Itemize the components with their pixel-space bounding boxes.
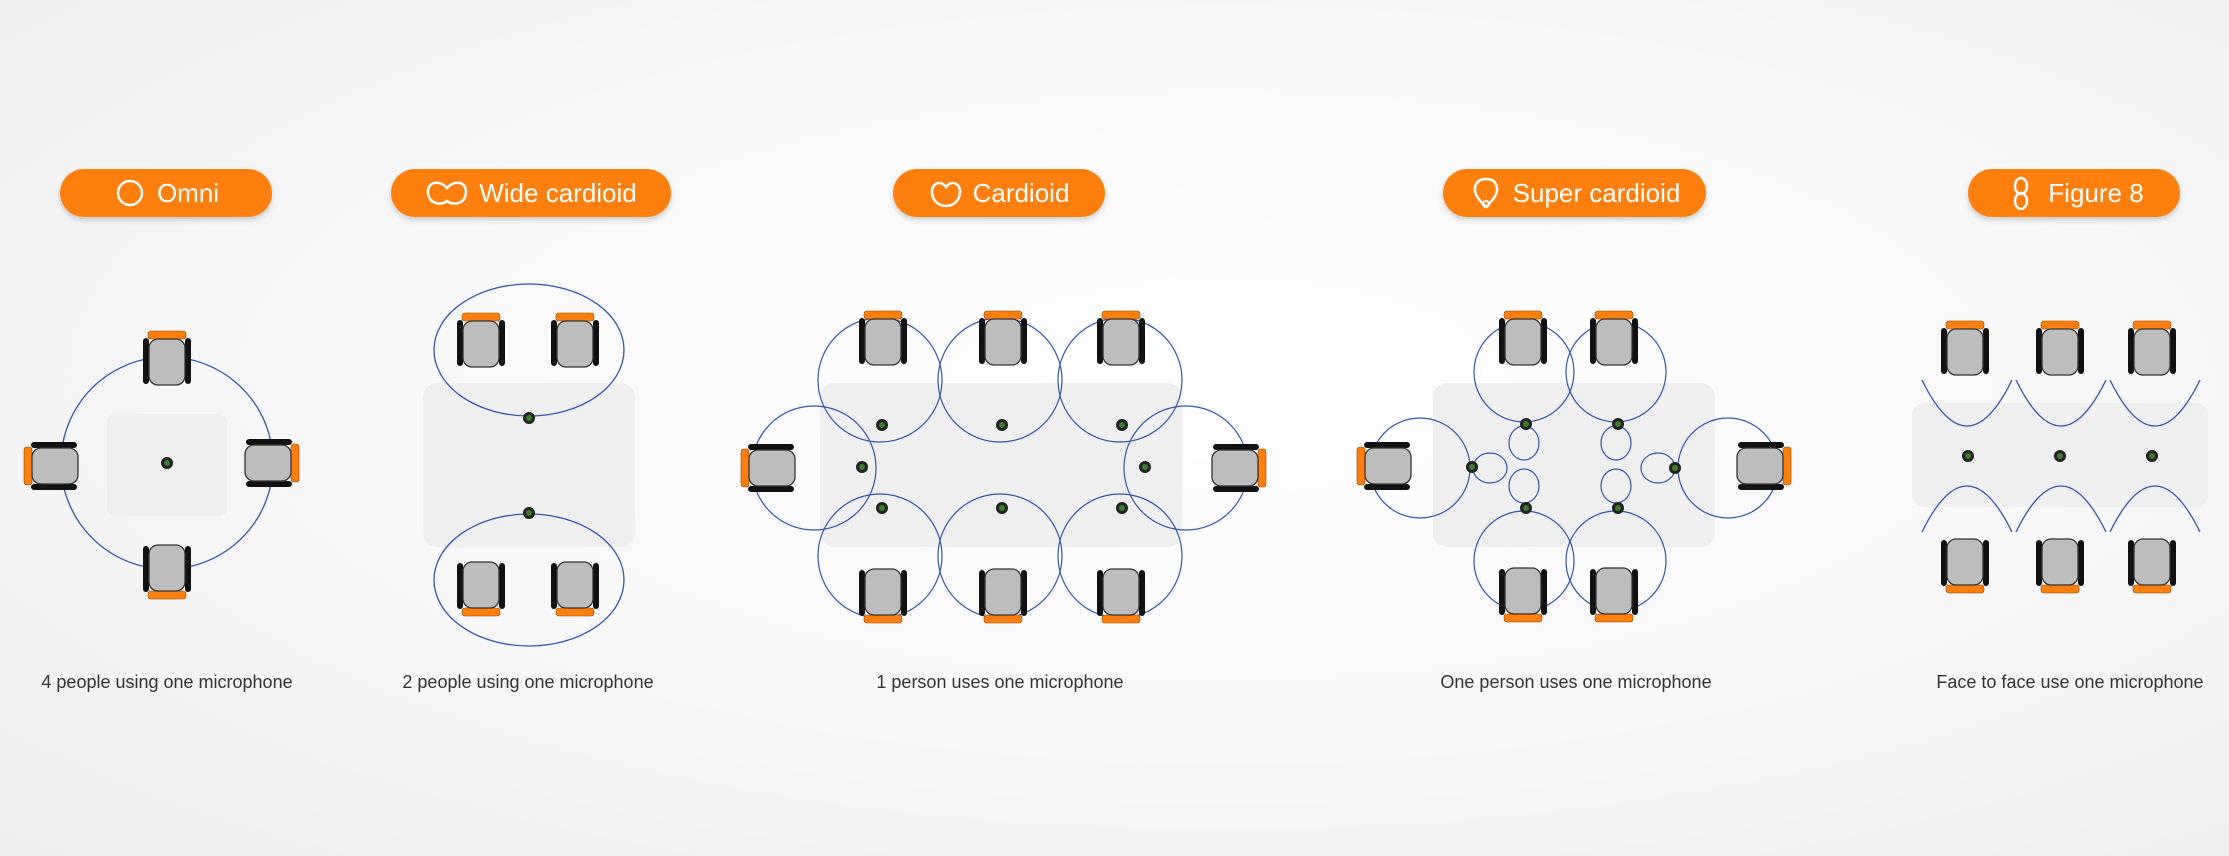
wide-cardioid-pattern-badge: Wide cardioid [391,169,671,217]
chair [143,330,191,386]
pickup-pattern [2109,379,2201,427]
omni-panel: Omni 4 people using on [0,0,330,856]
pickup-pattern [2015,485,2107,533]
microphone [1612,418,1624,430]
super-cardioid-pattern-badge: Super cardioid [1443,169,1706,217]
cardioid-panel: Cardioid [740,169,1267,692]
figure-8-icon [2014,176,2029,210]
table [820,383,1182,547]
chair [1356,442,1412,490]
pickup-pattern [2015,379,2107,427]
chair [244,439,300,487]
microphone [1466,461,1478,473]
chair [859,568,907,624]
chair [979,568,1027,624]
figure-8-caption: Face to face use one microphone [1936,672,2204,692]
cardioid-diagram [740,310,1267,624]
microphone [1612,502,1624,514]
pickup-pattern [1921,485,2013,533]
chair [740,444,796,492]
table [1433,383,1715,547]
figure-8-pattern-label: Figure 8 [2048,177,2144,208]
microphone [523,412,535,424]
super-cardioid-panel: Super cardioid [1356,169,1792,692]
super-cardioid-diagram [1356,310,1792,623]
microphone [856,461,868,473]
chair [2036,320,2084,376]
chair [551,561,599,617]
microphone [1520,418,1532,430]
chair [2128,538,2176,594]
cardioid-caption: 1 person uses one microphone [876,672,1124,692]
wide-cardioid-diagram [423,283,635,647]
chair [1590,567,1638,623]
chair [457,312,505,368]
chair [1211,444,1267,492]
super-cardioid-caption: One person uses one microphone [1440,672,1712,692]
pickup-pattern [2109,485,2201,533]
microphone [523,507,535,519]
table [423,383,635,547]
microphone [161,457,173,469]
omni-diagram [23,330,300,600]
chair [1499,310,1547,366]
chair [551,312,599,368]
chair [1941,538,1989,594]
microphone [1669,462,1681,474]
chair [2036,538,2084,594]
microphone [1116,419,1128,431]
chair [1499,567,1547,623]
microphone [2146,450,2158,462]
microphone [876,419,888,431]
microphone [1520,502,1532,514]
wide-cardioid-pattern-label: Wide cardioid [479,177,637,208]
chair [979,310,1027,366]
chair [1590,310,1638,366]
chair [1941,320,1989,376]
microphone [2054,450,2066,462]
microphone [1139,461,1151,473]
chair [1736,442,1792,490]
cardioid-icon [930,181,961,208]
wide-cardioid-panel: Wide cardioid [0,0,720,856]
omni-icon [116,179,144,207]
super-cardioid-icon [1473,177,1499,209]
wide-cardioid-caption: 2 people using one microphone [402,672,654,692]
chair [23,442,79,490]
chair [457,561,505,617]
omni-pattern-label: Omni [156,177,220,208]
figure-8-pattern-badge: Figure 8 [1968,169,2180,217]
microphone [876,502,888,514]
chair [2128,320,2176,376]
chair [143,544,191,600]
pickup-pattern [1921,379,2013,427]
chair [1097,310,1145,366]
microphone [996,419,1008,431]
omni-caption: 4 people using one microphone [41,672,293,692]
microphone [1116,502,1128,514]
microphone [996,502,1008,514]
microphone [1962,450,1974,462]
super-cardioid-pattern-label: Super cardioid [1512,177,1681,208]
omni-pattern-badge: Omni [60,169,272,217]
chair [859,310,907,366]
wide-cardioid-icon [426,181,468,205]
cardioid-pattern-badge: Cardioid [893,169,1105,217]
cardioid-pattern-label: Cardioid [972,177,1070,208]
chair [1097,568,1145,624]
